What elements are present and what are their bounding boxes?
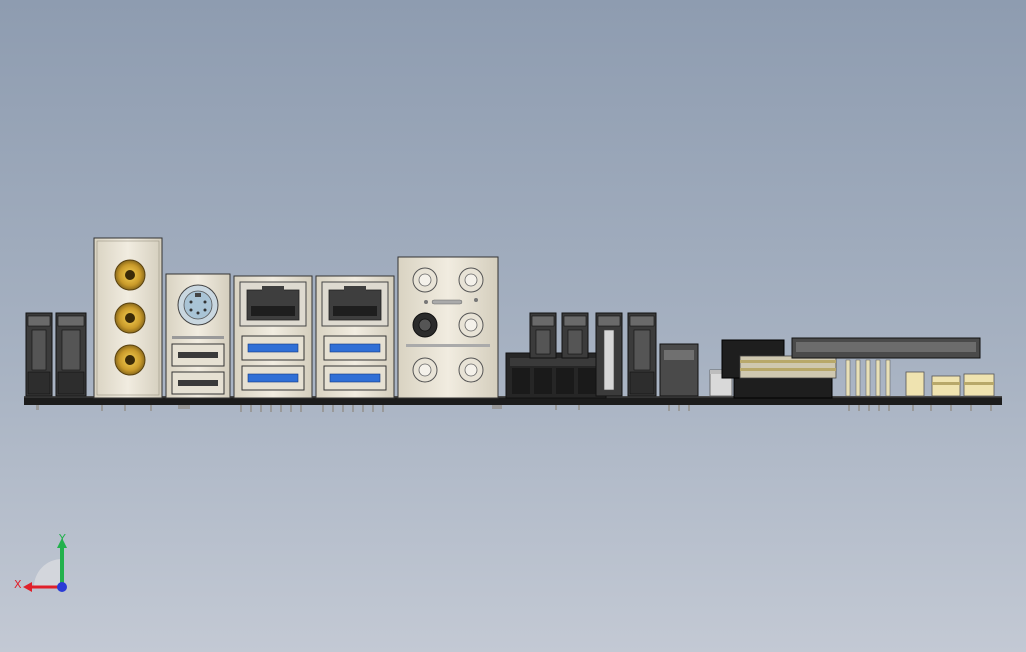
audio-jack-6[interactable] — [458, 357, 484, 383]
capacitor-4 — [963, 373, 995, 397]
pcb-board — [24, 396, 1002, 405]
triad-y-label: Y — [58, 532, 66, 545]
usb2-port-2[interactable] — [171, 371, 225, 395]
triad-x-arrow — [23, 582, 32, 592]
usb2-port-1[interactable] — [171, 343, 225, 367]
ps2-port[interactable] — [177, 284, 219, 326]
capacitor-3 — [931, 375, 961, 397]
audio-jack-2[interactable] — [458, 267, 484, 293]
power-connector — [505, 352, 607, 399]
capacitor-2 — [905, 371, 925, 397]
fan-header-mid-2 — [561, 312, 589, 359]
fan-header-mid-1 — [529, 312, 557, 359]
rj45-port-1[interactable] — [239, 281, 307, 327]
usb3-port-1[interactable] — [241, 335, 305, 361]
coax-port-1[interactable] — [114, 259, 146, 291]
usb3-port-4[interactable] — [323, 365, 387, 391]
triad-z-axis — [57, 582, 67, 592]
coordinate-triad: Y X — [14, 532, 67, 592]
audio-jack-4[interactable] — [458, 312, 484, 338]
triad-plane-quadrant — [34, 559, 62, 587]
usb3-port-3[interactable] — [323, 335, 387, 361]
long-header — [791, 337, 981, 359]
ribbon-connector — [739, 355, 837, 379]
pin-header — [845, 359, 891, 397]
audio-jack-3[interactable] — [412, 312, 438, 338]
coax-port-3[interactable] — [114, 344, 146, 376]
triad-x-label: X — [14, 578, 22, 591]
coax-port-2[interactable] — [114, 302, 146, 334]
ps2-divider — [172, 336, 224, 339]
solder-pins — [36, 405, 992, 412]
triad-y-arrow — [57, 538, 67, 548]
fan-header-mid-3 — [595, 312, 623, 397]
audio-jack-1[interactable] — [412, 267, 438, 293]
audio-jack-5[interactable] — [412, 357, 438, 383]
rj45-port-2[interactable] — [321, 281, 389, 327]
fan-header-left-2 — [55, 312, 87, 397]
fan-header-mid-4 — [627, 312, 657, 397]
small-header — [659, 343, 699, 397]
usb3-port-2[interactable] — [241, 365, 305, 391]
fan-header-left-1 — [25, 312, 53, 397]
